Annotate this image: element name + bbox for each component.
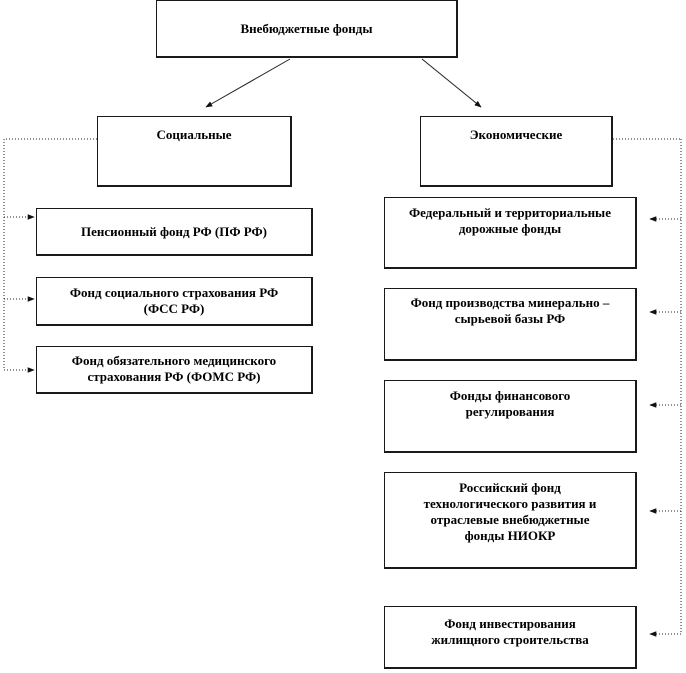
fund-label-line: сырьевой базы РФ	[454, 311, 566, 326]
economic-fund-node: Федеральный и территориальные дорожные ф…	[384, 197, 637, 269]
fund-label-line: регулирования	[465, 404, 555, 419]
fund-label-line: технологического развития и	[423, 496, 597, 511]
social-fund-node: Пенсионный фонд РФ (ПФ РФ)	[36, 208, 313, 256]
fund-label-line: Пенсионный фонд РФ (ПФ РФ)	[80, 223, 268, 239]
fund-label-line: Фонд производства минерально –	[410, 295, 610, 310]
social-fund-node: Фонд социального страхования РФ (ФСС РФ)	[36, 277, 313, 326]
fund-label-line: отраслевые внебюджетные	[430, 512, 590, 527]
economic-fund-node: Российский фонд технологического развити…	[384, 472, 637, 569]
fund-label-line: фонды НИОКР	[464, 528, 556, 543]
fund-label-line: Фонды финансового	[449, 388, 571, 403]
economic-fund-node: Фонды финансового регулирования	[384, 380, 637, 453]
fund-label-line: дорожные фонды	[458, 221, 562, 236]
fund-label-line: страхования РФ (ФОМС РФ)	[87, 369, 261, 384]
fund-label-line: Фонд инвестирования	[444, 616, 576, 631]
economic-fund-node: Фонд производства минерально – сырьевой …	[384, 288, 637, 361]
social-category-label: Социальные	[156, 127, 232, 142]
fund-label-line: (ФСС РФ)	[143, 301, 205, 316]
fund-label-line: Российский фонд	[459, 480, 561, 495]
economic-category-node: Экономические	[420, 116, 613, 187]
root-node: Внебюджетные фонды	[156, 0, 458, 58]
economic-fund-node: Фонд инвестирования жилищного строительс…	[384, 606, 637, 669]
economic-category-label: Экономические	[469, 127, 563, 142]
fund-label-line: Федеральный и территориальные	[409, 205, 611, 220]
root-label: Внебюджетные фонды	[240, 20, 373, 36]
fund-label-line: Фонд социального страхования РФ	[69, 285, 279, 300]
root-to-social-arrow	[205, 58, 291, 108]
fund-label-line: Фонд обязательного медицинского	[71, 353, 277, 368]
root-to-economic-arrow	[421, 58, 482, 108]
fund-label-line: жилищного строительства	[431, 632, 589, 647]
social-fund-node: Фонд обязательного медицинского страхова…	[36, 346, 313, 394]
social-category-node: Социальные	[97, 116, 292, 187]
